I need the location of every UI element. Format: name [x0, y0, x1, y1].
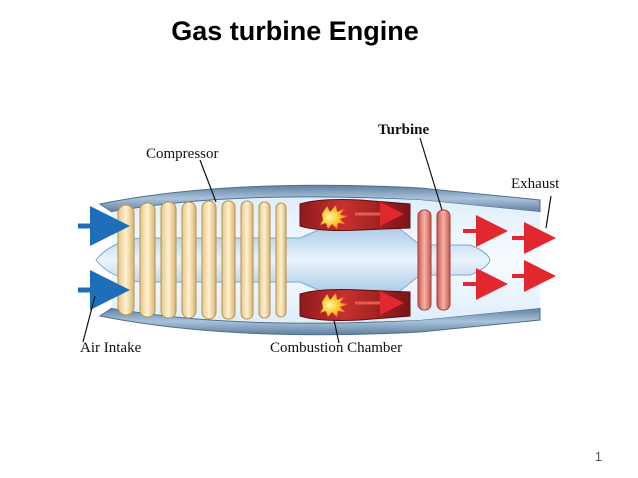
compressor-stage — [201, 200, 217, 320]
label-air-intake: Air Intake — [80, 340, 142, 356]
leader-line-combustion — [333, 319, 340, 344]
leader-line-turbine — [419, 137, 443, 211]
compressor-stage — [275, 202, 287, 318]
turbine-blades — [417, 209, 451, 311]
leader-line-air-intake — [82, 295, 96, 343]
exhaust-arrows — [463, 215, 556, 300]
compressor-stage — [139, 202, 156, 318]
flame-icon — [320, 205, 348, 229]
leader-line-compressor — [199, 159, 217, 203]
combustion-chamber-top — [299, 199, 411, 231]
label-turbine: Turbine — [378, 122, 429, 138]
label-exhaust: Exhaust — [511, 176, 560, 192]
compressor-stage — [258, 201, 271, 319]
combustion-chamber-bottom — [299, 289, 411, 321]
leader-line-exhaust — [545, 195, 552, 229]
label-compressor: Compressor — [146, 146, 219, 162]
page-number: 1 — [594, 449, 602, 464]
compressor-stage — [160, 201, 177, 319]
compressor-blades — [117, 200, 287, 320]
compressor-stage — [221, 200, 236, 320]
air-intake-arrows — [78, 206, 130, 310]
compressor-stage — [117, 203, 135, 316]
label-combustion-chamber: Combustion Chamber — [270, 340, 402, 356]
compressor-stage — [181, 201, 197, 319]
leader-lines — [82, 137, 552, 344]
flame-icon — [320, 293, 348, 317]
compressor-stage — [240, 200, 254, 320]
slide-title: Gas turbine Engine — [171, 16, 419, 46]
